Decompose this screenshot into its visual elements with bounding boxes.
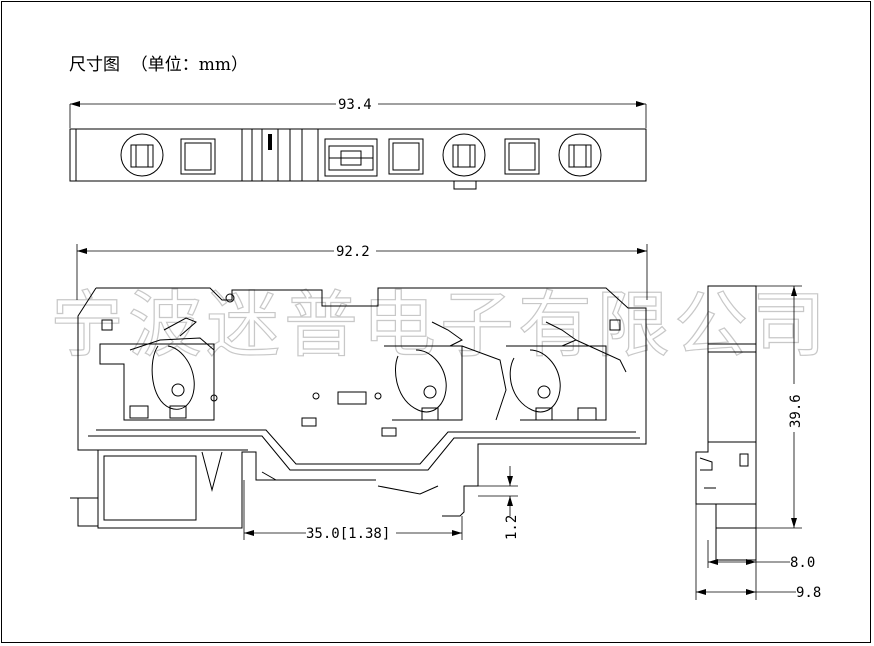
dim-side-height: 39.6 [788,394,804,428]
drawing-title: 尺寸图 （单位：mm） [69,55,249,75]
front-view: 92.2 [70,244,648,542]
dim-front-length: 92.2 [336,244,370,260]
side-view: 39.6 8.0 9.8 [695,285,821,601]
dim-side-width-inner: 8.0 [790,555,815,571]
dim-offset: 35.0[1.38] [306,526,390,542]
dim-top-length: 93.4 [338,97,372,113]
watermark-text: 宁波迷普电子有限公司 [50,283,830,367]
dim-side-width-outer: 9.8 [796,585,821,601]
dim-step: 1.2 [504,515,520,540]
top-view: 93.4 [69,97,647,190]
